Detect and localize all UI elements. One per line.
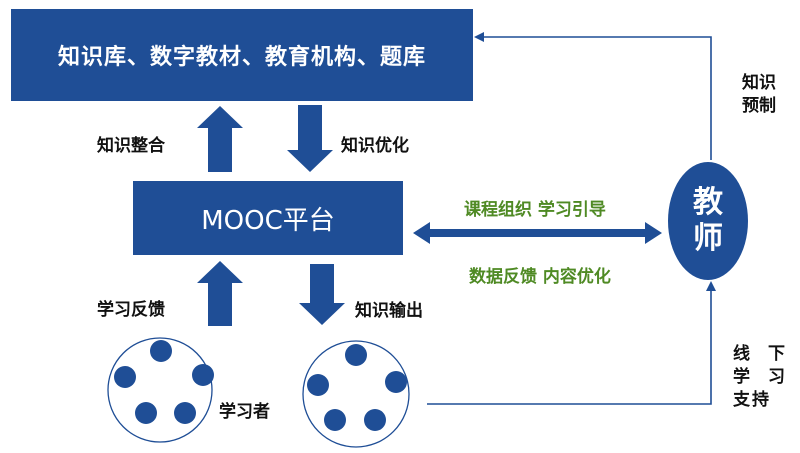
teacher-node: 教师 bbox=[668, 162, 748, 280]
resources-node-label: 知识库、数字教材、教育机构、题库 bbox=[57, 45, 426, 70]
label-knowledge-optimization: 知识优化 bbox=[341, 136, 409, 156]
arrow-down-knowledge-output bbox=[299, 264, 345, 325]
learner-group-circle bbox=[302, 340, 410, 448]
arrow-double-platform-teacher bbox=[413, 222, 662, 244]
learner-group-circle bbox=[107, 337, 213, 443]
arrow-up-knowledge-integration bbox=[197, 106, 243, 172]
teacher-label: 教师 bbox=[693, 185, 723, 256]
learner-dot bbox=[385, 371, 407, 393]
label-knowledge-integration: 知识整合 bbox=[97, 136, 165, 156]
label-course-organization: 课程组织 学习引导 bbox=[464, 200, 606, 220]
learner-dot bbox=[114, 366, 136, 388]
learner-dot bbox=[192, 364, 214, 386]
arrow-up-learning-feedback bbox=[197, 261, 243, 326]
arrow-down-knowledge-optimization bbox=[287, 105, 333, 172]
line-learners-to-teacher bbox=[427, 281, 716, 405]
learner-dot bbox=[364, 409, 386, 431]
label-offline-support: 线下学习支持 bbox=[733, 344, 787, 410]
resources-node: 知识库、数字教材、教育机构、题库 bbox=[11, 9, 473, 101]
label-learning-feedback: 学习反馈 bbox=[97, 300, 165, 320]
learner-dot bbox=[174, 402, 196, 424]
learner-dot bbox=[150, 340, 172, 362]
mooc-platform-label: MOOC平台 bbox=[201, 205, 335, 236]
line-teacher-to-resources bbox=[474, 32, 712, 160]
learner-dot bbox=[135, 402, 157, 424]
mooc-platform-node: MOOC平台 bbox=[133, 181, 403, 255]
learner-dot bbox=[345, 344, 367, 366]
label-knowledge-preset: 知识预制 bbox=[742, 73, 776, 116]
learner-dot bbox=[324, 409, 346, 431]
label-knowledge-output: 知识输出 bbox=[355, 301, 423, 321]
label-data-feedback: 数据反馈 内容优化 bbox=[469, 267, 611, 287]
label-learners: 学习者 bbox=[219, 402, 270, 422]
learner-dot bbox=[307, 374, 329, 396]
